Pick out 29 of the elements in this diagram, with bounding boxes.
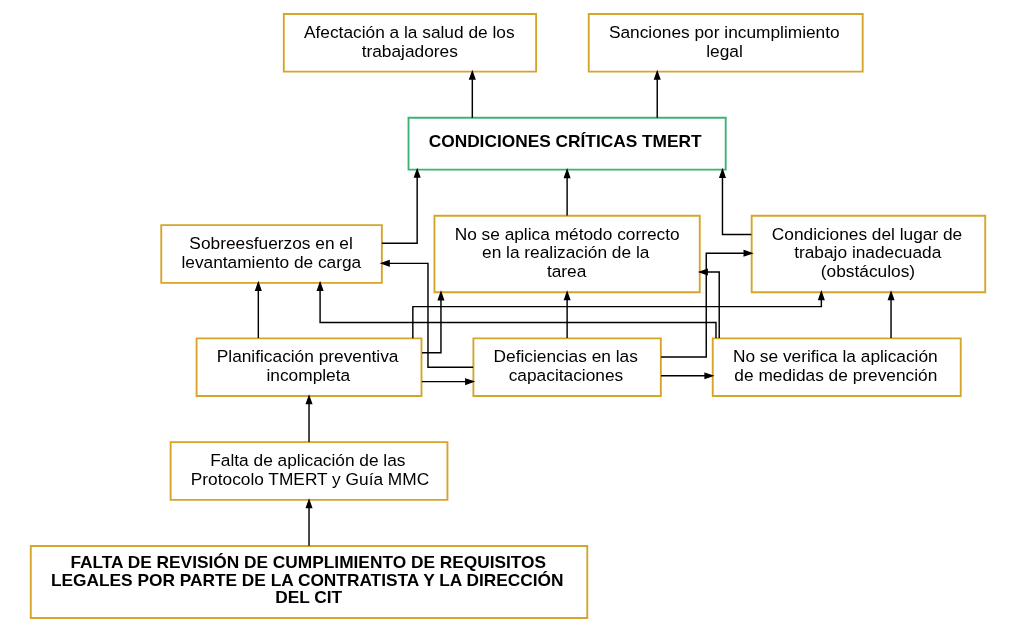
arrow <box>420 290 444 354</box>
node-box: Sobreesfuerzos en el levantamiento de carga <box>159 224 383 284</box>
node-box: Falta de aplicación de las Protocolo TMERT y Guía MMC <box>169 441 448 501</box>
node-box: Condiciones del lugar de trabajo inadecuada (obstáculos) <box>750 214 986 294</box>
arrow <box>379 259 474 368</box>
node-box: Sanciones por incumplimiento legal <box>587 13 864 73</box>
node-box: Planificación preventiva incompleta <box>195 337 422 397</box>
node-box: FALTA DE REVISIÓN DE CUMPLIMIENTO DE REQUISITOS LEGALES POR PARTE DE LA CONTRATISTA Y LA DIRECCIÓN DEL CIT <box>29 545 588 619</box>
arrow <box>420 378 475 386</box>
arrow <box>718 167 752 236</box>
arrow <box>659 249 754 358</box>
arrow <box>887 290 895 339</box>
arrow <box>305 394 313 443</box>
arrow <box>563 168 571 217</box>
arrow <box>254 280 262 339</box>
arrow <box>697 268 720 339</box>
node-box: No se verifica la aplicación de medidas de prevención <box>711 337 962 397</box>
node-box: Deficiencias en las capacitaciones <box>471 337 662 397</box>
arrow <box>305 498 313 547</box>
arrow <box>653 69 661 119</box>
arrow <box>411 290 825 340</box>
arrow <box>468 69 476 119</box>
node-box: CONDICIONES CRÍTICAS TMERT <box>407 116 727 171</box>
arrow <box>316 280 717 339</box>
arrow <box>563 290 571 339</box>
arrow <box>380 167 421 244</box>
arrow <box>659 372 714 380</box>
node-box: Afectación a la salud de los trabajadores <box>282 13 537 73</box>
node-box: No se aplica método correcto en la realización de la tarea <box>433 214 701 294</box>
